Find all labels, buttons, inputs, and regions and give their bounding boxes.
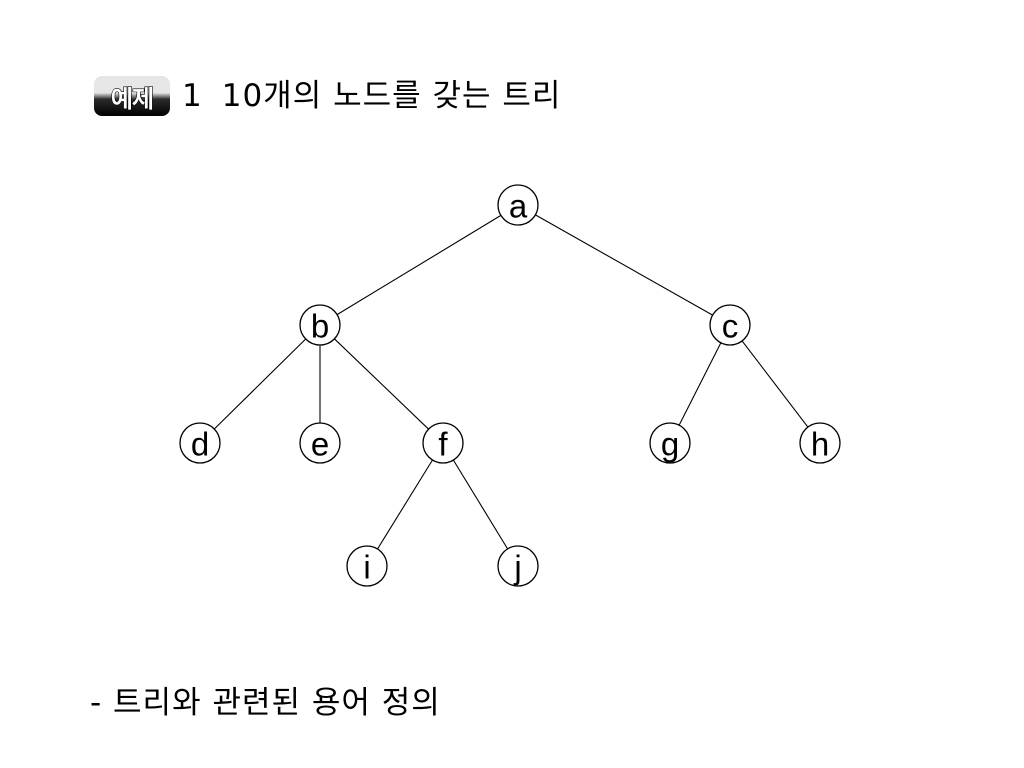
node-label-g: g xyxy=(661,426,679,463)
node-e: e xyxy=(299,422,341,464)
node-c: c xyxy=(709,304,751,346)
node-label-j: j xyxy=(513,549,521,586)
bullet-text: - 트리와 관련된 용어 정의 xyxy=(90,685,441,721)
node-a: a xyxy=(497,184,539,226)
node-label-a: a xyxy=(509,188,528,225)
node-label-b: b xyxy=(311,308,329,345)
example-badge: 예제 xyxy=(94,76,170,116)
node-h: h xyxy=(799,422,841,464)
node-circle-j xyxy=(497,545,539,587)
node-f: f xyxy=(422,422,464,464)
node-circle-h xyxy=(799,422,841,464)
node-g: g xyxy=(649,422,691,464)
node-j: j xyxy=(497,545,539,587)
edge-a-c xyxy=(535,214,713,316)
node-circle-c xyxy=(709,304,751,346)
example-title: 10개의 노드를 갖는 트리 xyxy=(221,77,562,114)
edge-f-j xyxy=(452,459,509,550)
node-circle-i xyxy=(346,545,388,587)
tree-nodes: a b c d e f g h i j xyxy=(179,184,841,587)
node-label-h: h xyxy=(811,426,829,463)
edge-c-h xyxy=(741,340,809,428)
node-label-e: e xyxy=(311,426,329,463)
slide-title: 예제 1 10개의 노드를 갖는 트리 xyxy=(94,72,561,120)
node-b: b xyxy=(299,304,341,346)
edge-b-d xyxy=(213,338,307,430)
node-label-c: c xyxy=(722,308,739,345)
edge-f-i xyxy=(377,459,433,550)
edge-a-b xyxy=(336,214,502,316)
node-label-f: f xyxy=(438,426,448,463)
node-d: d xyxy=(179,422,221,464)
node-i: i xyxy=(346,545,388,587)
edge-b-f xyxy=(334,338,429,430)
node-circle-b xyxy=(299,304,341,346)
node-circle-e xyxy=(299,422,341,464)
tree-edges xyxy=(213,214,809,550)
node-circle-g xyxy=(649,422,691,464)
node-circle-f xyxy=(422,422,464,464)
edge-c-g xyxy=(678,342,722,426)
node-circle-a xyxy=(497,184,539,226)
node-label-i: i xyxy=(363,549,370,586)
example-number: 1 xyxy=(182,77,202,114)
node-label-d: d xyxy=(191,426,209,463)
node-circle-d xyxy=(179,422,221,464)
